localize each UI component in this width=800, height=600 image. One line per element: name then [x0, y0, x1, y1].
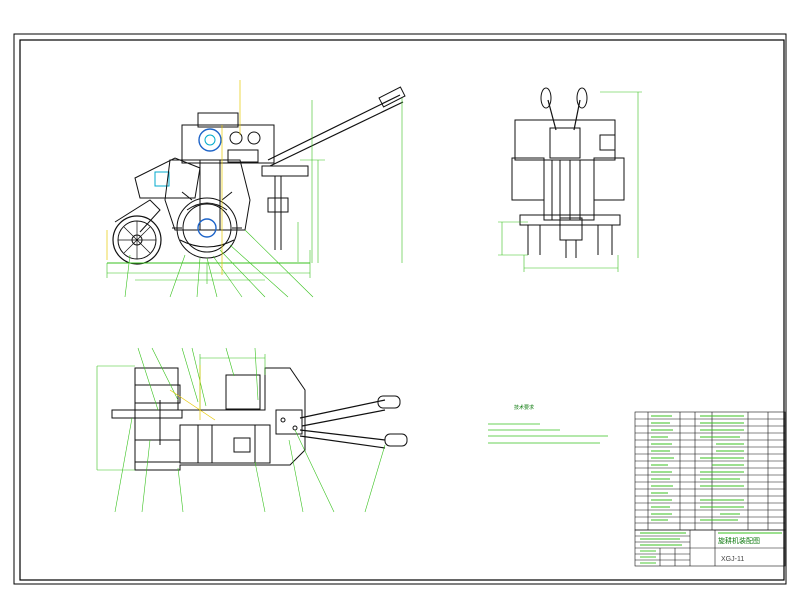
top-view-yellow-guides	[169, 365, 216, 421]
handle-bar	[267, 94, 401, 161]
front-view-dimensions	[106, 98, 403, 284]
engine-housing	[181, 124, 275, 164]
requirements-text-lines	[488, 423, 608, 444]
fuel-tank	[134, 157, 201, 199]
inner-border	[19, 39, 785, 581]
title-block-fields	[640, 532, 782, 564]
engine-top	[179, 424, 271, 464]
handle-grip	[378, 86, 406, 108]
parts-list-row-lines	[635, 418, 785, 524]
wheel-bracket	[114, 199, 161, 233]
gearbox-top	[225, 374, 261, 410]
front-view-balloon-leaders	[124, 229, 314, 298]
side-view-dimensions	[498, 91, 642, 272]
drawing-code: XGJ-11	[721, 556, 744, 563]
outer-border	[13, 33, 787, 585]
top-handle-grip-1	[377, 395, 401, 409]
front-wheel	[112, 215, 162, 265]
technical-requirements: 技术要求	[488, 404, 608, 444]
tine-shaft-top	[111, 409, 183, 419]
top-view-dimensions	[96, 354, 266, 471]
right-handle-grip	[576, 87, 588, 109]
parts-list-table	[634, 411, 786, 567]
top-view	[111, 367, 408, 471]
gear-hatch	[198, 128, 222, 152]
transmission	[543, 159, 595, 221]
drawing-title: 旋耕机装配图	[718, 536, 760, 545]
parts-list-entries	[651, 415, 744, 521]
front-view	[107, 86, 406, 265]
top-handle-grip-2	[384, 433, 408, 447]
top-view-balloon-leaders	[114, 347, 386, 513]
left-handle-grip	[540, 87, 552, 109]
mount-plate	[275, 409, 303, 435]
side-view	[511, 87, 625, 258]
technical-requirements-heading: 技术要求	[514, 404, 534, 411]
tine-shaft	[519, 214, 621, 226]
front-view-yellow-guides	[106, 80, 241, 275]
rotary-tiller-blades	[176, 197, 238, 259]
